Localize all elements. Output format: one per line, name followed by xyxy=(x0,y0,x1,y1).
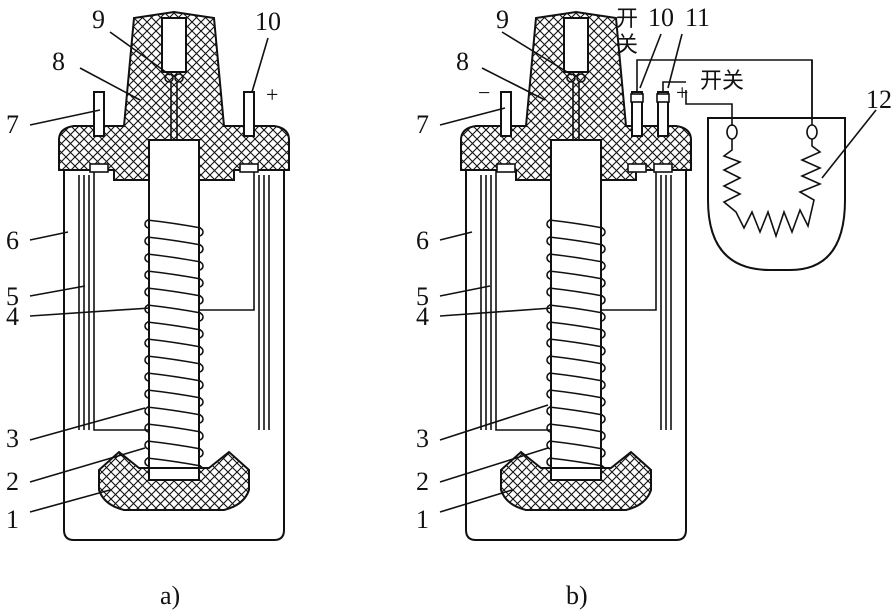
label-a-7: 7 xyxy=(6,110,19,139)
switch-label-vertical-bottom: 关 xyxy=(616,33,638,58)
label-b-4: 4 xyxy=(416,302,429,331)
label-a-9: 9 xyxy=(92,5,105,34)
minus-sign-b: − xyxy=(478,80,490,105)
label-b-10: 10 xyxy=(648,3,674,32)
label-b-8: 8 xyxy=(456,47,469,76)
caption-b: b) xyxy=(566,581,588,610)
label-b-6: 6 xyxy=(416,226,429,255)
plus-sign-b: + xyxy=(676,80,688,105)
label-b-2: 2 xyxy=(416,467,429,496)
terminal-7-a xyxy=(93,91,105,137)
terminal-7-b xyxy=(500,91,512,137)
plus-sign-a: + xyxy=(266,82,278,107)
resistor-box xyxy=(685,60,846,271)
label-a-3: 3 xyxy=(6,424,19,453)
label-a-4: 4 xyxy=(6,302,19,331)
leaders-b xyxy=(439,31,877,513)
label-b-9: 9 xyxy=(496,5,509,34)
switch-label-vertical-top: 开 xyxy=(616,7,638,32)
label-b-7: 7 xyxy=(416,110,429,139)
terminal-10-a xyxy=(243,91,255,137)
label-b-1: 1 xyxy=(416,505,429,534)
label-b-12: 12 xyxy=(866,85,892,114)
label-b-5: 5 xyxy=(416,282,429,311)
leaders-a xyxy=(29,31,269,513)
figure-b xyxy=(460,11,813,541)
caption-a: a) xyxy=(160,581,180,610)
label-a-5: 5 xyxy=(6,282,19,311)
label-a-2: 2 xyxy=(6,467,19,496)
figure-a xyxy=(58,11,290,541)
label-b-3: 3 xyxy=(416,424,429,453)
label-a-10: 10 xyxy=(255,7,281,36)
switch-label-horizontal: 开关 xyxy=(700,69,744,94)
label-a-8: 8 xyxy=(52,47,65,76)
label-a-6: 6 xyxy=(6,226,19,255)
resistor-coil xyxy=(722,139,823,239)
label-a-1: 1 xyxy=(6,505,19,534)
label-b-11: 11 xyxy=(685,3,710,32)
